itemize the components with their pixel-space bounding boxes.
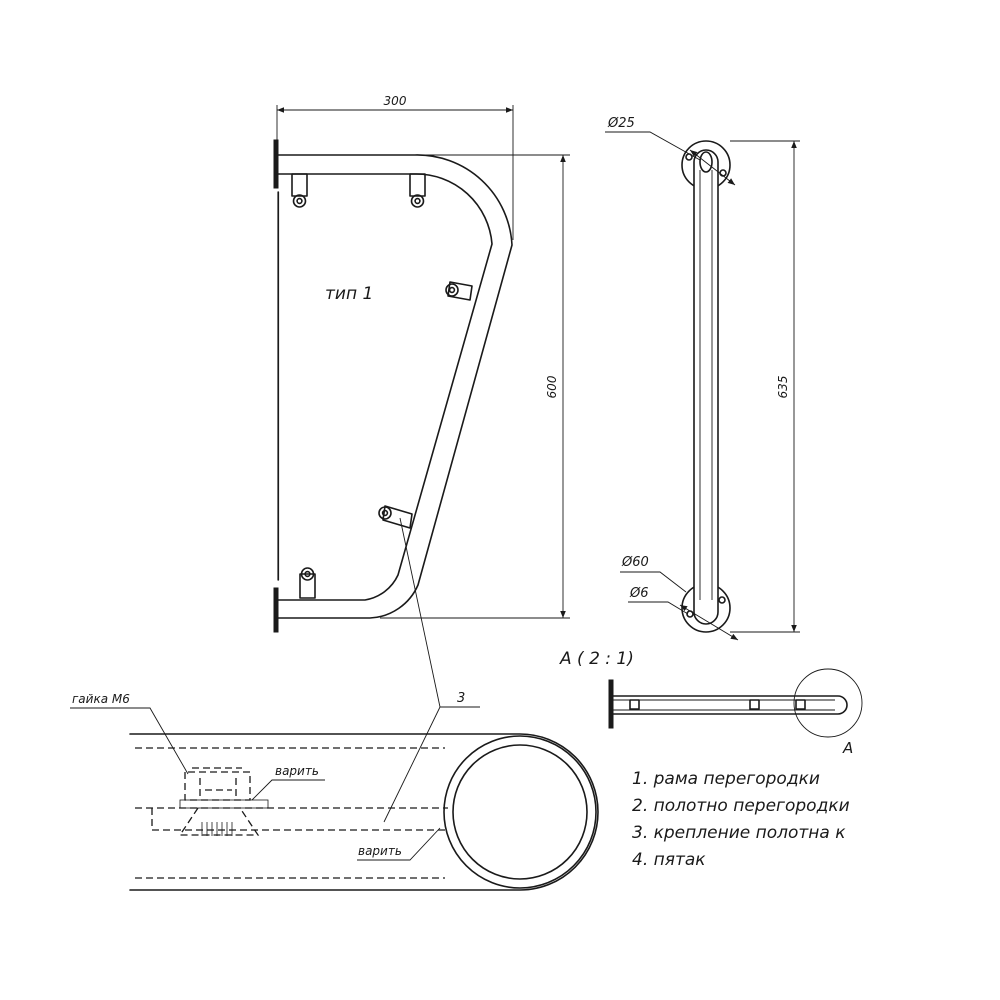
partition-panel bbox=[277, 191, 280, 581]
bracket-top-right bbox=[409, 173, 426, 208]
detail-title: А ( 2 : 1) bbox=[559, 649, 634, 669]
bracket-bottom-left bbox=[299, 567, 316, 599]
callout-3-label: 3 bbox=[457, 691, 465, 706]
dimension-height-label: 600 bbox=[545, 375, 559, 398]
dimension-height: 600 bbox=[380, 154, 570, 619]
bottom-flange bbox=[273, 587, 279, 633]
nut-label: гайка М6 bbox=[72, 692, 130, 706]
section-tube-end bbox=[443, 735, 597, 889]
side-view: 635 Ø25 Ø60 Ø6 bbox=[605, 116, 800, 641]
bracket-middle bbox=[445, 281, 473, 301]
side-tube bbox=[693, 149, 719, 625]
legend-item-1: 1. рама перегородки bbox=[632, 769, 820, 789]
frame-inner bbox=[277, 173, 493, 601]
dimension-width: 300 bbox=[276, 94, 514, 240]
front-view: 300 600 тип 1 bbox=[273, 94, 570, 633]
legend-item-4: 4. пятак bbox=[632, 850, 706, 870]
legend-item-2: 2. полотно перегородки bbox=[632, 796, 850, 816]
parts-legend: 1. рама перегородки 2. полотно перегород… bbox=[632, 769, 850, 870]
legend-item-3: 3. крепление полотна к bbox=[632, 823, 846, 843]
bracket-top-left bbox=[291, 173, 308, 208]
frame-outer bbox=[277, 154, 513, 619]
nut-m6 bbox=[178, 767, 269, 836]
detail-a-view: А ( 2 : 1) А bbox=[559, 649, 863, 757]
bracket-lower bbox=[378, 505, 413, 529]
weld-label-2: варить bbox=[358, 844, 402, 858]
dimension-width-label: 300 bbox=[384, 94, 407, 108]
type-label: тип 1 bbox=[325, 284, 373, 304]
dia-25-label: Ø25 bbox=[607, 116, 635, 131]
dia-60-label: Ø60 bbox=[621, 555, 649, 570]
weld-leader-2 bbox=[357, 827, 441, 861]
top-flange bbox=[273, 139, 279, 189]
detail-marker: А bbox=[842, 739, 853, 757]
section-outer bbox=[129, 733, 599, 891]
callout-3-leader bbox=[399, 517, 480, 708]
enlarged-section: гайка М6 варить варить 3 bbox=[70, 517, 599, 891]
nut-leader bbox=[70, 707, 189, 775]
weld-leader-1 bbox=[251, 779, 325, 801]
weld-label-1: варить bbox=[275, 764, 319, 778]
dia-6-label: Ø6 bbox=[629, 586, 649, 601]
dimension-side-height-label: 635 bbox=[776, 376, 790, 399]
detail-a-circle bbox=[793, 668, 863, 738]
